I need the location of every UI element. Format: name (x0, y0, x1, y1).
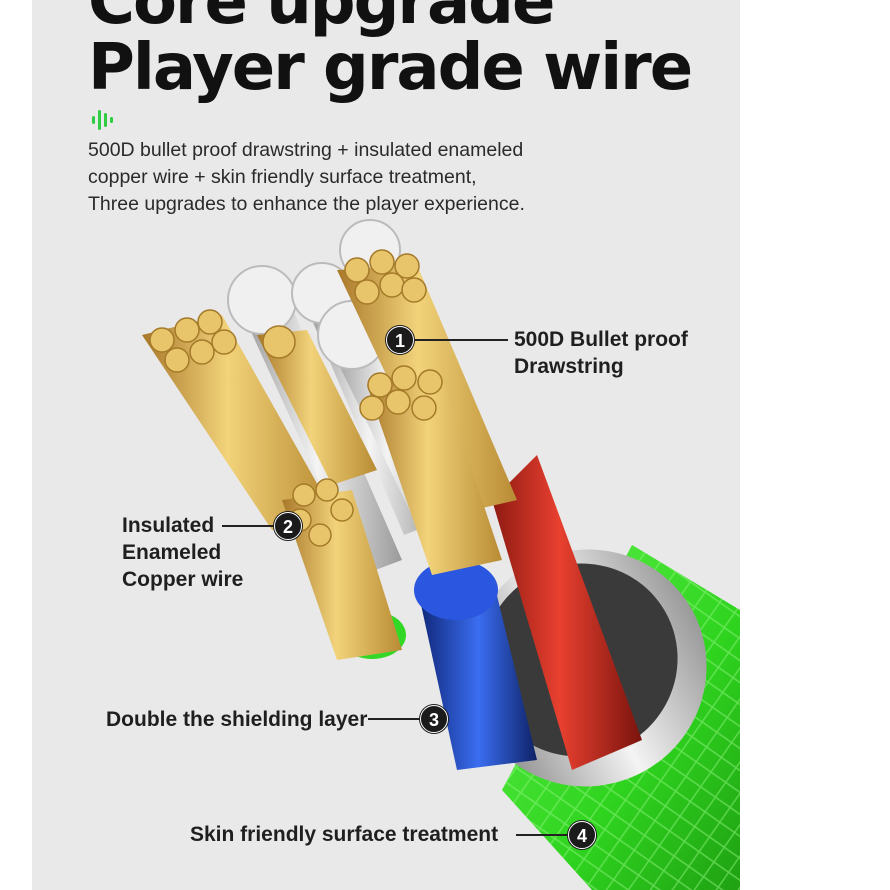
callout-1-badge: 1 (386, 326, 414, 354)
callout-4-badge: 4 (568, 821, 596, 849)
callout-2-badge: 2 (274, 512, 302, 540)
callout-3-leader (368, 718, 420, 720)
callout-1-line: Drawstring (514, 355, 624, 378)
callout-2-line: Enameled (122, 541, 222, 564)
description-line: copper wire + skin friendly surface trea… (88, 166, 477, 188)
description-line: Three upgrades to enhance the player exp… (88, 193, 525, 215)
callout-1-line: 500D Bullet proof (514, 328, 688, 351)
headline-line-2: Player grade wire (88, 31, 693, 105)
cable-illustration (142, 219, 740, 890)
product-panel: Core upgrade Player grade wire 500D bull… (32, 0, 740, 890)
callout-2-label: Insulated Enameled Copper wire (122, 512, 243, 593)
callout-4-leader (516, 834, 568, 836)
callout-4-line: Skin friendly surface treatment (190, 823, 499, 846)
headline-line-1: Core upgrade (88, 0, 555, 39)
callout-3-label: Double the shielding layer (106, 706, 367, 733)
callout-2-line: Copper wire (122, 568, 244, 591)
callout-1-label: 500D Bullet proof Drawstring (514, 326, 688, 380)
callout-1-leader (414, 339, 508, 341)
callout-3-badge: 3 (420, 705, 448, 733)
sound-wave-icon (92, 110, 113, 130)
description: 500D bullet proof drawstring + insulated… (88, 137, 608, 218)
callout-4-label: Skin friendly surface treatment (190, 821, 498, 848)
callout-2-line: Insulated (122, 514, 215, 537)
callout-2-leader (222, 525, 274, 527)
callout-3-line: Double the shielding layer (106, 708, 368, 731)
description-line: 500D bullet proof drawstring + insulated… (88, 139, 524, 161)
